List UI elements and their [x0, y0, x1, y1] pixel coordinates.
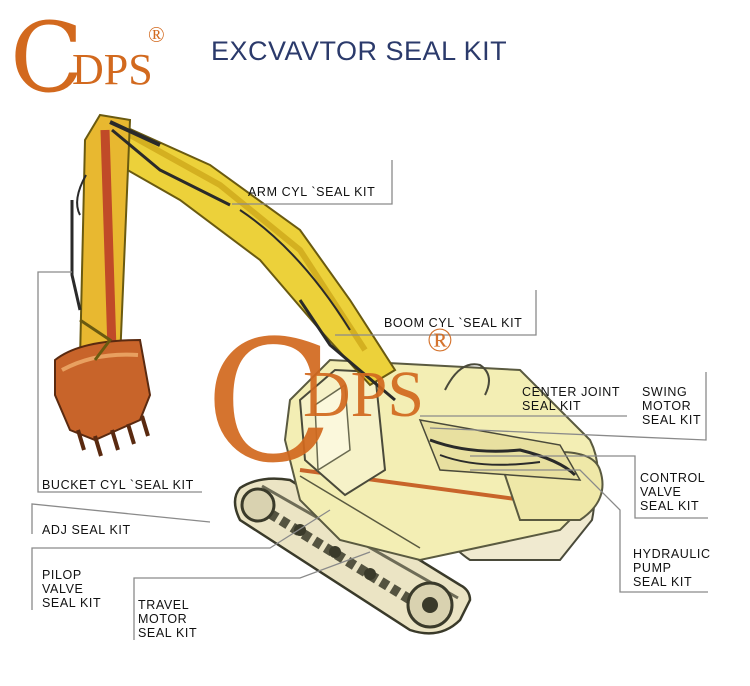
upper-structure [283, 358, 604, 562]
callout-swing-motor-seal-kit: SWING MOTOR SEAL KIT [642, 385, 701, 427]
bucket [54, 318, 152, 457]
logo-wordmark: DPS [72, 45, 153, 94]
callout-line: SEAL KIT [42, 596, 102, 610]
callout-center-joint-seal-kit: CENTER JOINT SEAL KIT [522, 385, 620, 413]
callout-line: CENTER JOINT [522, 385, 621, 399]
callout-line: HYDRAULIC [633, 547, 711, 561]
callout-line: MOTOR [138, 612, 188, 626]
callout-line: SEAL KIT [138, 626, 198, 640]
callout-line: SEAL KIT [642, 413, 702, 427]
callout-line: MOTOR [642, 399, 692, 413]
callout-bucket-cyl-seal-kit: BUCKET CYL `SEAL KIT [42, 478, 194, 492]
callout-line: BUCKET CYL `SEAL KIT [42, 478, 194, 492]
cdps-watermark: C DPS ® [205, 318, 453, 486]
callout-adj-seal-kit: ADJ SEAL KIT [42, 523, 131, 537]
page-title: EXCVAVTOR SEAL KIT [211, 36, 508, 66]
callout-line: SEAL KIT [633, 575, 693, 589]
callout-line: VALVE [640, 485, 682, 499]
callout-line: ARM CYL `SEAL KIT [248, 185, 376, 199]
callout-arm-cyl-seal-kit: ARM CYL `SEAL KIT [248, 185, 375, 199]
callout-hydraulic-pump-seal-kit: HYDRAULIC PUMP SEAL KIT [633, 547, 711, 589]
callout-line: SEAL KIT [522, 399, 582, 413]
callout-line: PILOP [42, 568, 82, 582]
callout-line: PUMP [633, 561, 672, 575]
callout-line: TRAVEL [138, 598, 190, 612]
callout-line: BOOM CYL `SEAL KIT [384, 316, 523, 330]
callout-line: SWING [642, 385, 688, 399]
arm [70, 113, 231, 382]
callout-control-valve-seal-kit: CONTROL VALVE SEAL KIT [640, 471, 705, 513]
callout-line: ADJ SEAL KIT [42, 523, 131, 537]
callout-line: SEAL KIT [640, 499, 700, 513]
callout-travel-motor-seal-kit: TRAVEL MOTOR SEAL KIT [138, 598, 197, 640]
boom [109, 118, 397, 402]
watermark-registered-mark: ® [427, 322, 453, 359]
callout-pilop-valve-seal-kit: PILOP VALVE SEAL KIT [42, 568, 101, 610]
logo-initial: C [10, 2, 84, 114]
watermark-wordmark: DPS [303, 358, 425, 431]
leader-lines [31, 160, 708, 640]
callout-boom-cyl-seal-kit: BOOM CYL `SEAL KIT [384, 316, 522, 330]
callout-line: VALVE [42, 582, 84, 596]
registered-mark: ® [148, 22, 165, 47]
watermark-initial: C [205, 304, 334, 500]
cdps-logo: C DPS ® [10, 10, 165, 106]
callout-line: CONTROL [640, 471, 706, 485]
